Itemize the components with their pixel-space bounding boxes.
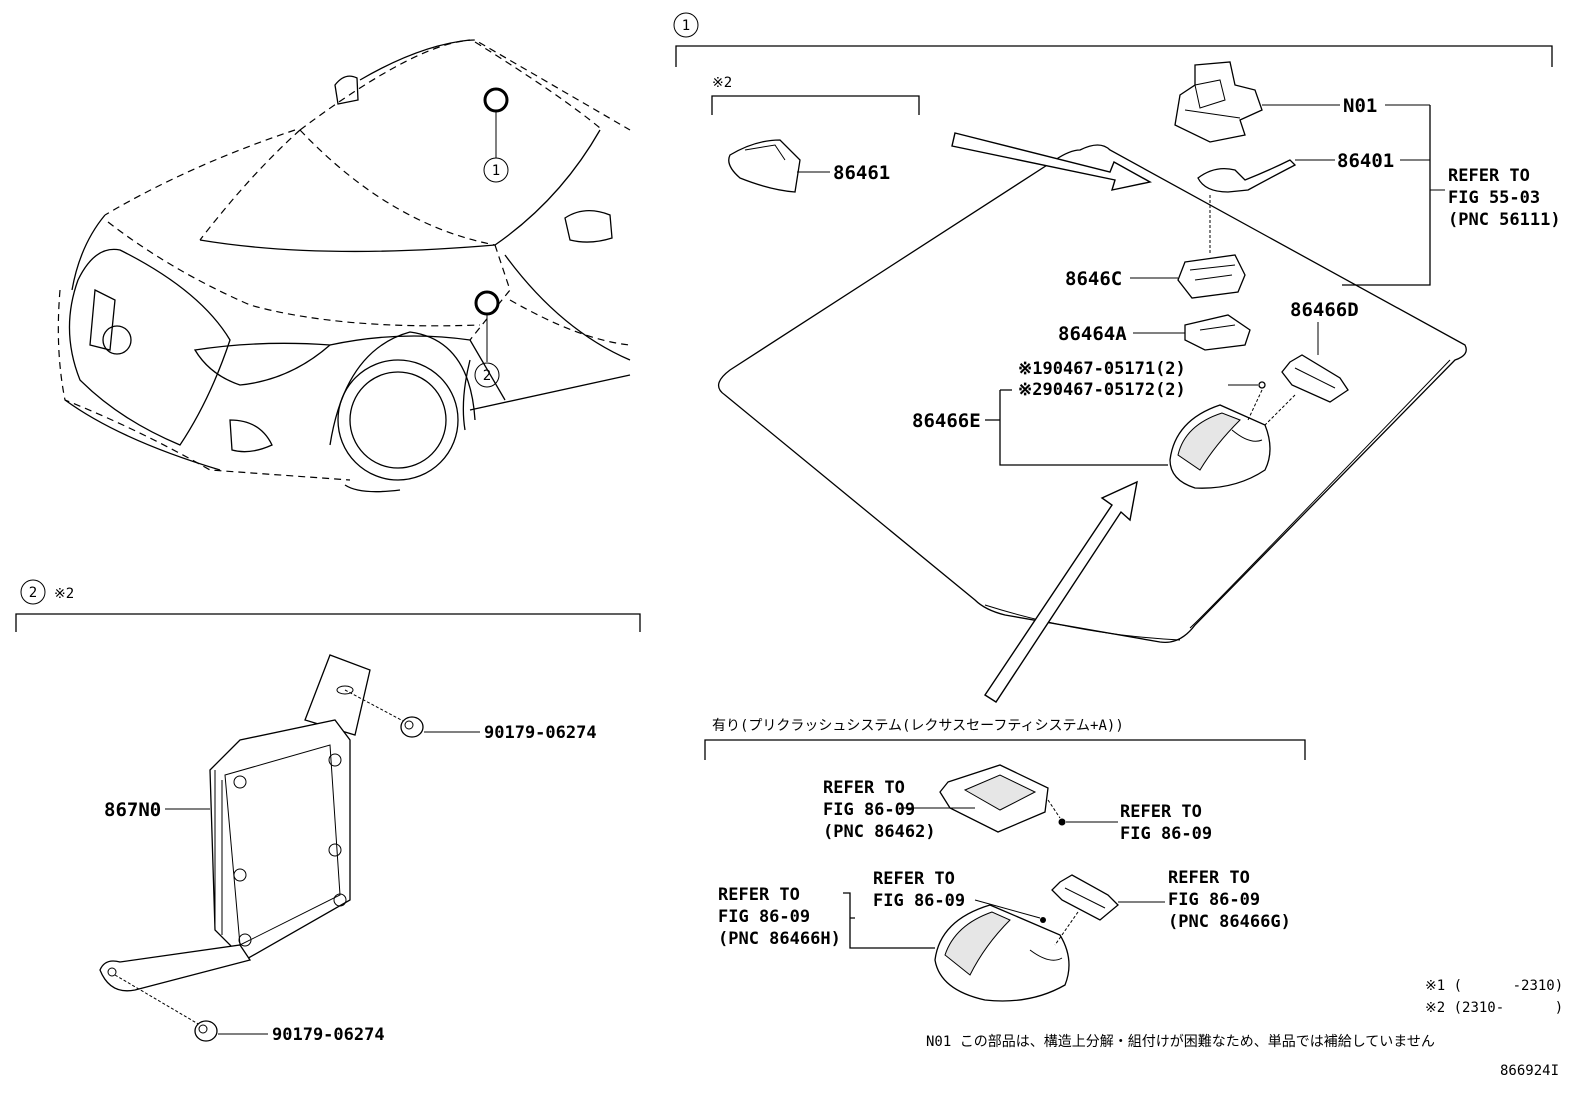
part-option-bracket-drawing xyxy=(1051,874,1165,921)
option-section-title: 有り(プリクラッシュシステム(レクサスセーフティシステム+A)) xyxy=(712,718,1124,734)
part-option-cover-drawing xyxy=(934,904,1070,1002)
section-1-bracket xyxy=(675,45,1553,67)
label-bolt-1: ※190467-05171(2) xyxy=(1018,359,1186,379)
option-refB-line2: FIG 86-09 xyxy=(1120,824,1212,844)
note-2: ※2 (2310- ) xyxy=(1425,1000,1563,1016)
callout-2-header: 2 xyxy=(20,579,46,605)
windshield-glass xyxy=(718,144,1467,644)
refer-main-line1: REFER TO xyxy=(1448,166,1530,186)
label-8646c: 8646C xyxy=(1065,268,1122,290)
option-refD-line1: REFER TO xyxy=(873,869,955,889)
option-refD-line2: FIG 86-09 xyxy=(873,891,965,911)
refer-bracket-main xyxy=(1342,105,1431,286)
label-86466e: 86466E xyxy=(912,410,981,432)
svg-text:1: 1 xyxy=(492,163,500,179)
arrow-upper xyxy=(951,132,1152,191)
section-2-bracket xyxy=(15,613,641,632)
option-refE-line1: REFER TO xyxy=(1168,868,1250,888)
part-8646c-drawing xyxy=(1130,254,1246,299)
note-n01: N01 この部品は、構造上分解・組付けが困難なため、単品では補給していません xyxy=(926,1034,1435,1050)
sub-bracket-86461 xyxy=(711,95,920,115)
option-refE-line3: (PNC 86466G) xyxy=(1168,912,1291,932)
option-refA-line2: FIG 86-09 xyxy=(823,800,915,820)
callout-2-car: 2 xyxy=(474,362,500,388)
label-86464a: 86464A xyxy=(1058,323,1127,345)
label-86466d: 86466D xyxy=(1290,299,1359,321)
option-refC-line2: FIG 86-09 xyxy=(718,907,810,927)
option-refC-line3: (PNC 86466H) xyxy=(718,929,841,949)
section-2-marker: ※2 xyxy=(54,586,74,602)
part-86466e-drawing xyxy=(1169,404,1271,489)
svg-text:2: 2 xyxy=(483,368,491,384)
svg-text:1: 1 xyxy=(682,18,690,34)
part-86464a-drawing xyxy=(1133,314,1251,351)
label-bolt-2: ※290467-05172(2) xyxy=(1018,380,1186,400)
label-86461: 86461 xyxy=(833,162,890,184)
option-section-bracket xyxy=(704,739,1306,760)
label-nut-top: 90179-06274 xyxy=(484,723,597,743)
part-option-camera-drawing xyxy=(900,764,1049,833)
nut-bottom-drawing xyxy=(114,974,268,1042)
option-refA-line1: REFER TO xyxy=(823,778,905,798)
option-refC-line1: REFER TO xyxy=(718,885,800,905)
label-nut-bottom: 90179-06274 xyxy=(272,1025,385,1045)
car-illustration xyxy=(57,39,631,493)
figure-id: 866924I xyxy=(1500,1063,1559,1079)
nut-top-drawing xyxy=(344,689,480,738)
part-86461-drawing xyxy=(728,139,830,193)
option-refA-line3: (PNC 86462) xyxy=(823,822,936,842)
refer-main-line3: (PNC 56111) xyxy=(1448,210,1561,230)
refer-main-line2: FIG 55-03 xyxy=(1448,188,1540,208)
part-n01-drawing xyxy=(1174,61,1340,143)
option-refE-line2: FIG 86-09 xyxy=(1168,890,1260,910)
note-1: ※1 ( -2310) xyxy=(1425,978,1563,994)
note-marker-2: ※2 xyxy=(712,75,732,91)
part-86401-drawing xyxy=(1197,159,1335,193)
callout-1-header: 1 xyxy=(673,12,699,38)
callout-1-car: 1 xyxy=(483,157,509,183)
option-refB-line1: REFER TO xyxy=(1120,802,1202,822)
part-867n0-drawing xyxy=(99,654,371,992)
label-867n0: 867N0 xyxy=(104,799,161,821)
label-86401: 86401 xyxy=(1337,150,1394,172)
svg-text:2: 2 xyxy=(29,585,37,601)
arrow-lower xyxy=(984,480,1138,703)
label-n01: N01 xyxy=(1343,95,1377,117)
part-86466d-drawing xyxy=(1281,354,1349,403)
